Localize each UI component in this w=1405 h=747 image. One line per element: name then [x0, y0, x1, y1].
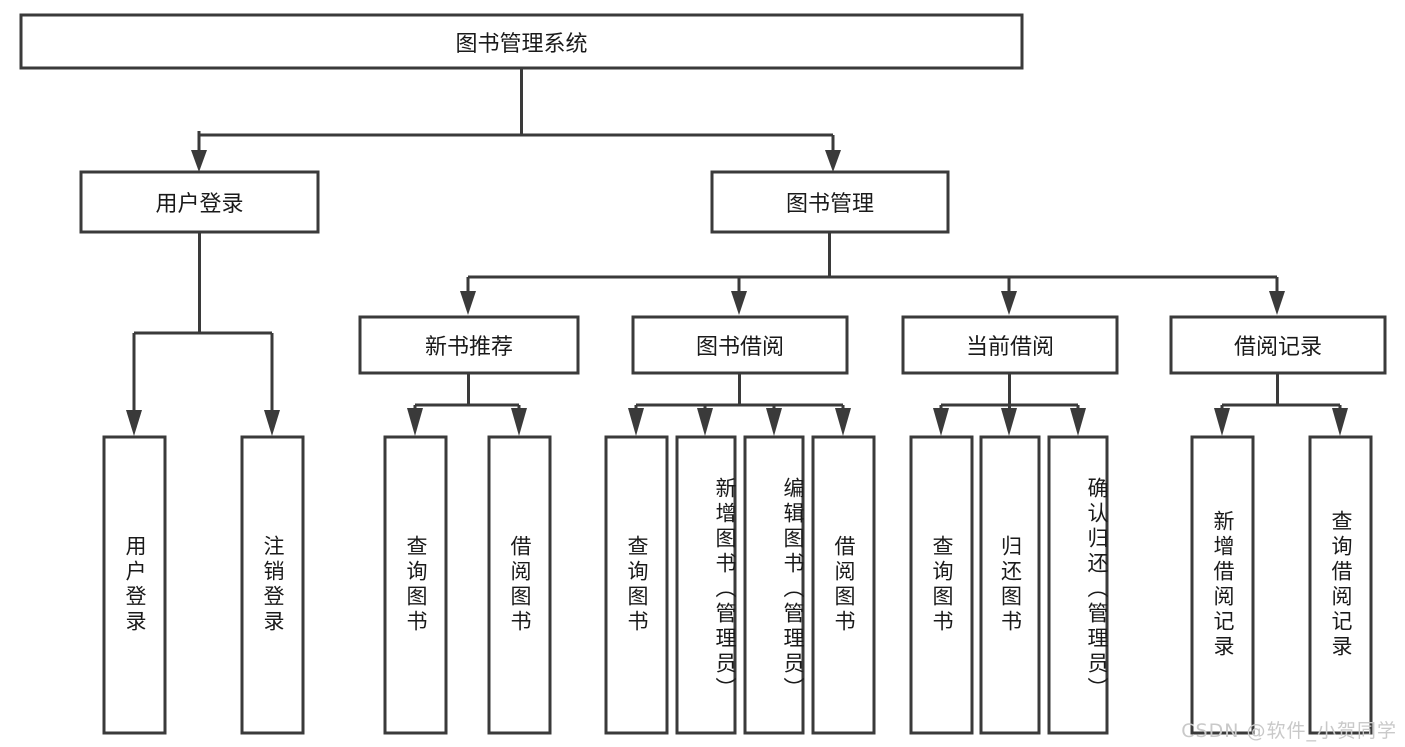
arrowhead-bookmgmt — [825, 150, 841, 172]
node-box-leaf-borrowrecord-1[interactable] — [1308, 435, 1373, 735]
arrowhead-borrowrecord-leaf-1 — [1214, 408, 1230, 436]
arrowhead-level3-4 — [1269, 291, 1285, 315]
arrowhead-currentborrow-leaf-3 — [1070, 408, 1086, 436]
arrowhead-level3-1 — [460, 291, 476, 315]
arrowhead-newbook-leaf-1 — [407, 408, 423, 436]
csdn-watermark: CSDN @软件_小贺同学 — [1181, 720, 1397, 742]
arrowhead-bookborrow-leaf-4 — [835, 408, 851, 436]
node-box-current-borrow[interactable] — [901, 315, 1119, 375]
node-box-leaf-currentborrow-2[interactable] — [1047, 435, 1109, 735]
node-box-root[interactable] — [19, 13, 1024, 70]
arrowhead-level3-3 — [1001, 291, 1017, 315]
arrowhead-bookborrow-leaf-2 — [697, 408, 713, 436]
node-box-book-borrow[interactable] — [631, 315, 849, 375]
arrowhead-bookborrow-leaf-1 — [628, 408, 644, 436]
node-box-book-management[interactable] — [710, 170, 950, 234]
node-box-leaf-bookborrow-1[interactable] — [675, 435, 737, 735]
arrowhead-currentborrow-leaf-1 — [933, 408, 949, 436]
node-box-new-book-recommend[interactable] — [358, 315, 580, 375]
arrowhead-bookborrow-leaf-3 — [766, 408, 782, 436]
arrowhead-userlogin-leaf-2 — [264, 410, 280, 436]
node-box-leaf-currentborrow-0[interactable] — [909, 435, 974, 735]
node-box-leaf-bookborrow-2[interactable] — [743, 435, 805, 735]
arrowhead-level3-2 — [731, 291, 747, 315]
arrowhead-borrowrecord-leaf-2 — [1332, 408, 1348, 436]
arrowhead-userlogin-leaf-1 — [126, 410, 142, 436]
arrowhead-currentborrow-leaf-2 — [1001, 408, 1017, 436]
node-box-leaf-user-login-1[interactable] — [240, 435, 305, 735]
arrowhead-userlogin — [191, 150, 207, 172]
node-box-borrow-record[interactable] — [1169, 315, 1387, 375]
node-box-leaf-bookborrow-3[interactable] — [811, 435, 876, 735]
arrowhead-newbook-leaf-2 — [511, 408, 527, 436]
node-box-leaf-newbook-0[interactable] — [383, 435, 448, 735]
node-box-leaf-borrowrecord-0[interactable] — [1190, 435, 1255, 735]
node-box-leaf-user-login-0[interactable] — [102, 435, 167, 735]
node-box-leaf-bookborrow-0[interactable] — [604, 435, 669, 735]
node-box-leaf-currentborrow-1[interactable] — [979, 435, 1041, 735]
node-box-leaf-newbook-1[interactable] — [487, 435, 552, 735]
node-box-user-login[interactable] — [79, 170, 320, 234]
